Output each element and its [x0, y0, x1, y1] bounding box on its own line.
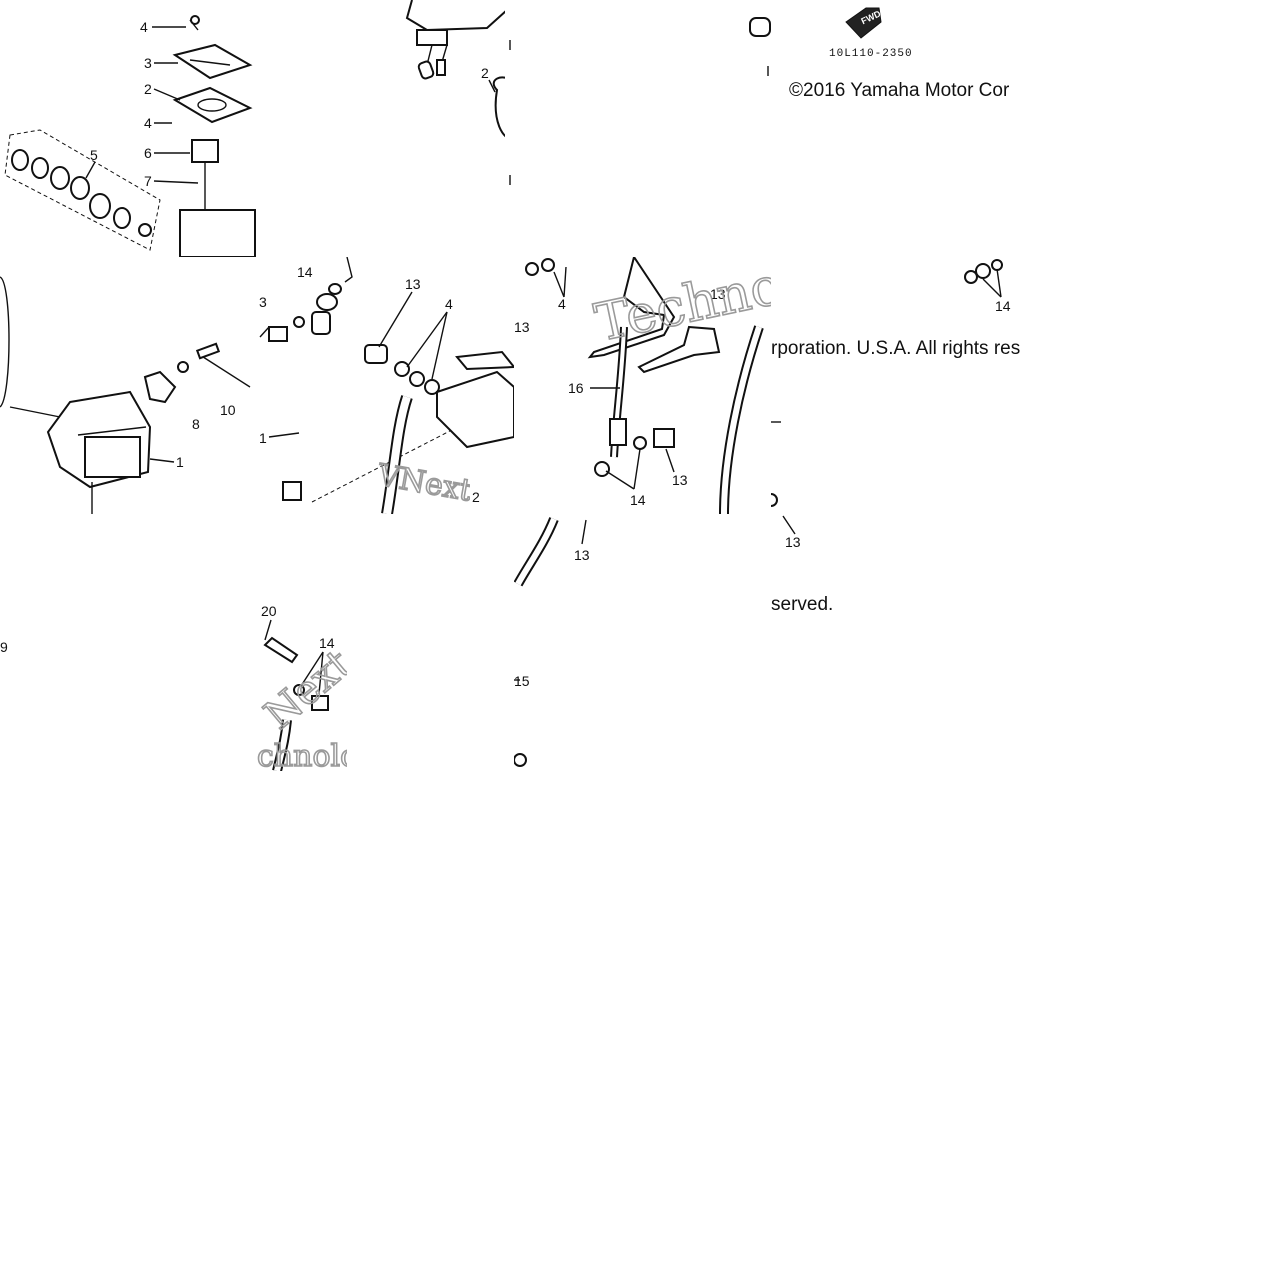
callout-2-right: 2 — [481, 65, 489, 81]
watermark-d: chnolo — [257, 738, 347, 771]
reservoir-drawing — [179, 139, 256, 257]
tile-right-fragment: 14 — [771, 257, 1028, 337]
callout-13-hose: 13 — [405, 276, 421, 292]
tile-cylinder-body: 8 10 1 — [0, 257, 257, 514]
callout-1-hose: 1 — [259, 430, 267, 446]
callout-10: 10 — [220, 402, 236, 418]
tile-hose-lower: 13 — [514, 514, 614, 594]
piston-kit-drawing — [4, 129, 161, 251]
tile-upper-right-bolt — [740, 0, 780, 80]
tile-hose-bottom: 20 14 Next chnolo — [257, 600, 347, 771]
callout-4-hose: 4 — [445, 296, 453, 312]
watermark-a: Techno — [589, 257, 771, 355]
callout-4-top: 4 — [140, 19, 148, 35]
callout-14-hose: 14 — [297, 264, 313, 280]
callout-14-right: 14 — [995, 298, 1011, 314]
svg-text:Techno: Techno — [590, 257, 771, 354]
copyright-line-1: ©2016 Yamaha Motor Cor — [789, 80, 1010, 101]
diaphragm-drawing — [172, 86, 253, 124]
callout-6: 6 — [144, 145, 152, 161]
callout-4-bracket: 4 — [558, 296, 566, 312]
callout-8: 8 — [192, 416, 200, 432]
tile-small-bits: 15 — [514, 660, 554, 771]
tile-2-fragment: 2 — [470, 470, 514, 514]
callout-9: 9 — [0, 639, 8, 655]
callout-1-body: 1 — [176, 454, 184, 470]
callout-20: 20 — [261, 603, 277, 619]
cap-screw-drawing — [189, 15, 200, 31]
callout-13-right: 13 — [785, 534, 801, 550]
callout-13-lower: 13 — [574, 547, 590, 563]
svg-text:Next: Next — [257, 641, 347, 739]
tile-divider-bits — [505, 0, 525, 200]
callout-2-joint: 2 — [472, 489, 480, 505]
reservoir-cap-drawing — [172, 43, 253, 80]
tile-fwd: FWD 10L110-2350 — [771, 0, 1028, 80]
callout-4-mid: 4 — [144, 115, 152, 131]
callout-2: 2 — [144, 81, 152, 97]
tile-lower-left: 9 — [0, 600, 40, 660]
callout-16: 16 — [568, 380, 584, 396]
callout-14-bottom: 14 — [319, 635, 335, 651]
watermark-c: Next — [257, 640, 347, 739]
callout-15: 15 — [514, 673, 530, 689]
callout-13-bracket-b: 13 — [710, 286, 726, 302]
callout-7: 7 — [144, 173, 152, 189]
tile-brake-hose: 14 3 13 4 1 VNext Te — [257, 257, 514, 514]
tile-brackets: 4 13 13 16 14 13 Techno — [514, 257, 771, 514]
copyright-line-3: served. — [771, 594, 834, 615]
callout-3: 3 — [144, 55, 152, 71]
svg-text:chnolo: chnolo — [257, 739, 347, 771]
tile-lower-right: 13 — [771, 400, 831, 560]
callout-13-bracket-a: 13 — [514, 319, 530, 335]
part-code: 10L110-2350 — [829, 48, 913, 60]
callout-3-hose: 3 — [259, 294, 267, 310]
copyright-line-2: rporation. U.S.A. All rights res — [771, 338, 1021, 359]
callout-13-bracket-c: 13 — [672, 472, 688, 488]
fwd-arrow-icon: FWD — [845, 7, 883, 39]
tile-master-cylinder: 4 3 2 4 5 6 7 — [0, 0, 257, 257]
tile-bracket-top: 2 — [257, 0, 514, 257]
callout-5: 5 — [90, 147, 98, 163]
callout-14-bracket: 14 — [630, 492, 646, 508]
tile-13-lower-right: 13 — [610, 514, 630, 564]
